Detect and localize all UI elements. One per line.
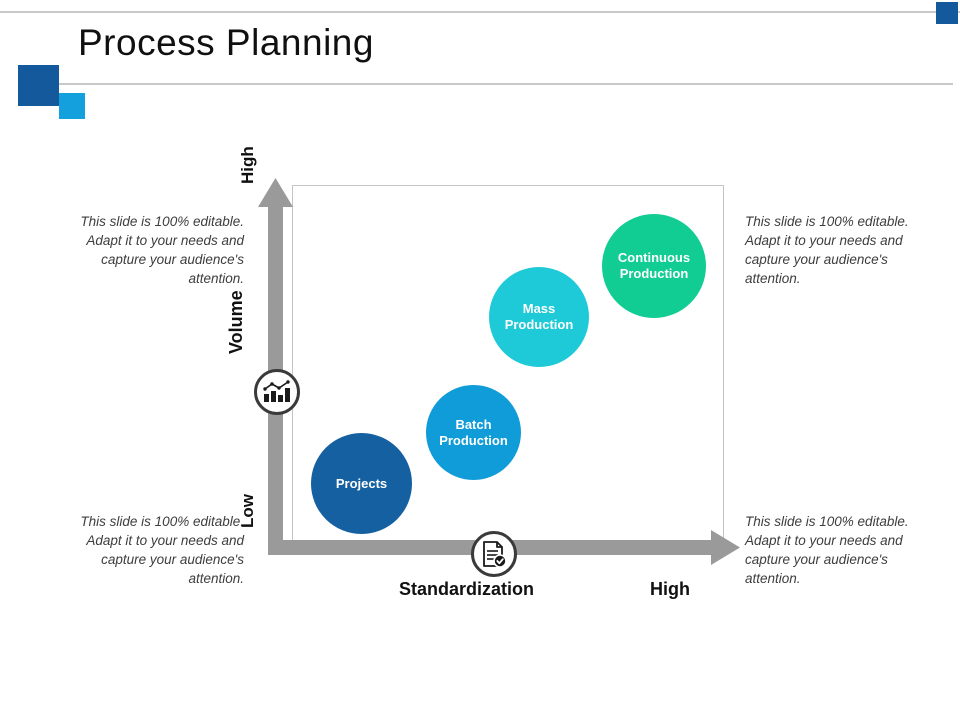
- bubble-batch-production[interactable]: Batch Production: [426, 385, 521, 480]
- x-axis-icon-badge: [471, 531, 517, 577]
- note-top-left: This slide is 100% editable. Adapt it to…: [80, 214, 244, 286]
- bubble-label: Projects: [335, 475, 388, 491]
- y-axis-title: Volume: [226, 290, 246, 354]
- document-check-icon: [483, 541, 507, 568]
- bubble-label: Mass Production: [504, 301, 574, 332]
- y-axis-arrow: [258, 178, 293, 555]
- accent-square-light: [59, 93, 85, 119]
- y-axis-icon-badge: [254, 369, 300, 415]
- bubble-projects[interactable]: Projects: [311, 433, 412, 534]
- note-top-right: This slide is 100% editable. Adapt it to…: [745, 214, 909, 286]
- note-bottom-left: This slide is 100% editable. Adapt it to…: [80, 514, 244, 586]
- bubble-mass-production[interactable]: Mass Production: [489, 267, 589, 367]
- bubble-label: Continuous Production: [617, 250, 691, 281]
- page-title: Process Planning: [78, 22, 374, 63]
- corner-accent-square-top-right: [936, 2, 958, 24]
- y-axis-low-label: Low: [238, 494, 257, 528]
- note-bottom-right: This slide is 100% editable. Adapt it to…: [745, 514, 909, 586]
- title-divider-rule: [47, 83, 953, 85]
- accent-square-dark: [18, 65, 59, 106]
- x-axis-title: Standardization: [399, 579, 535, 599]
- x-axis-high-label: High: [650, 579, 690, 599]
- bubble-label: Batch Production: [439, 416, 508, 448]
- bar-chart-icon: [263, 380, 290, 402]
- top-divider-rule: [0, 11, 960, 13]
- bubble-continuous-production[interactable]: Continuous Production: [602, 214, 706, 318]
- y-axis-high-label: High: [238, 146, 257, 184]
